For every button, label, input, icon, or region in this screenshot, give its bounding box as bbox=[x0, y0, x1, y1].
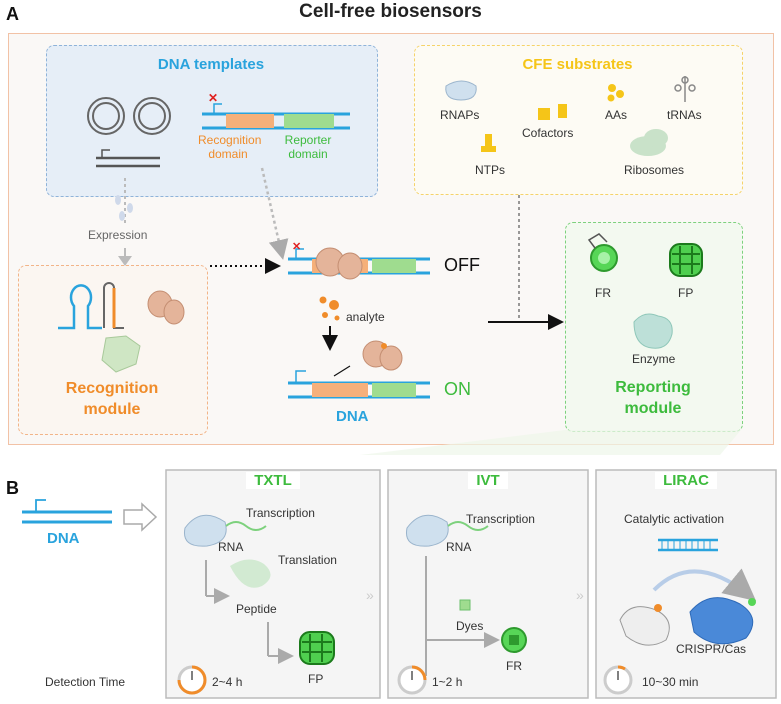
txtl-peptide: Peptide bbox=[236, 602, 277, 616]
ivt-fr: FR bbox=[506, 659, 522, 673]
lirac-heading: LIRAC bbox=[596, 472, 776, 489]
lirac-time: 10~30 min bbox=[642, 675, 699, 689]
fr-icon bbox=[587, 233, 618, 272]
lirac-box bbox=[595, 469, 777, 699]
rnap-icon bbox=[445, 80, 477, 101]
ivt-dyes: Dyes bbox=[456, 619, 484, 633]
reporting-module-line1: Reporting bbox=[615, 379, 691, 396]
ntps-label: NTPs bbox=[475, 163, 505, 177]
txtl-rna: RNA bbox=[218, 540, 244, 554]
reporter-domain-line1: Reporter bbox=[284, 133, 332, 147]
txtl-fp: FP bbox=[308, 672, 324, 686]
cfe-substrates-box bbox=[414, 45, 743, 195]
ivt-heading: IVT bbox=[388, 472, 588, 489]
fp-label: FP bbox=[678, 286, 694, 300]
recognition-module-line1: Recognition bbox=[65, 380, 159, 397]
figure-title: Cell-free biosensors bbox=[299, 1, 482, 22]
clock-icon-ivt bbox=[397, 665, 427, 695]
lirac-heading-text: LIRAC bbox=[655, 472, 717, 489]
recognition-domain-label: Recognition domain bbox=[198, 133, 262, 161]
chevron-icon: » bbox=[366, 587, 374, 603]
fp-icon bbox=[669, 243, 703, 277]
trnas-label: tRNAs bbox=[667, 108, 702, 122]
cofactors-label: Cofactors bbox=[522, 126, 574, 140]
lirac-crispr: CRISPR/Cas bbox=[676, 642, 747, 656]
reporter-domain-label: Reporter domain bbox=[278, 133, 338, 161]
panel-a-letter: A bbox=[6, 4, 19, 24]
rnap-icon-ivt bbox=[405, 514, 449, 547]
reporting-module-line2: module bbox=[624, 400, 682, 417]
chevron-icon-2: » bbox=[576, 587, 584, 603]
ivt-heading-text: IVT bbox=[468, 472, 508, 489]
panel-b-dna-label: DNA bbox=[47, 530, 80, 547]
ribosome-icon-txtl bbox=[230, 559, 271, 588]
enzyme-label: Enzyme bbox=[632, 352, 676, 366]
fr-label: FR bbox=[595, 286, 611, 300]
ribosome-icon bbox=[630, 129, 668, 156]
dna-template-construct: ✕ bbox=[202, 91, 350, 130]
dye-icon bbox=[459, 599, 471, 611]
x-mark-icon: ✕ bbox=[208, 91, 218, 105]
riboswitch-icon bbox=[58, 282, 124, 330]
reporter-domain-line2: domain bbox=[288, 147, 328, 161]
txtl-heading: TXTL bbox=[166, 472, 380, 489]
transcription-factor-icon bbox=[147, 290, 185, 325]
analyte-icon bbox=[319, 296, 340, 321]
zoom-funnel bbox=[360, 430, 741, 455]
panel-b-big-arrow bbox=[123, 502, 158, 532]
expression-arrow bbox=[115, 178, 133, 266]
txtl-translation: Translation bbox=[278, 553, 337, 567]
ribosomes-label: Ribosomes bbox=[624, 163, 685, 177]
aas-label: AAs bbox=[605, 108, 628, 122]
fp-icon-txtl bbox=[299, 631, 335, 665]
trna-icon bbox=[674, 76, 696, 102]
ivt-rna: RNA bbox=[446, 540, 472, 554]
fr-icon-ivt bbox=[501, 627, 527, 653]
dna-label: DNA bbox=[336, 408, 369, 425]
panel-b-letter: B bbox=[6, 478, 19, 498]
txtl-transcription: Transcription bbox=[246, 506, 315, 520]
crispr-active-icon bbox=[689, 597, 756, 645]
lirac-catalytic: Catalytic activation bbox=[624, 512, 725, 526]
recognition-domain-line1: Recognition bbox=[198, 133, 262, 147]
dna-on bbox=[288, 340, 430, 399]
protein-sensor-icon bbox=[101, 335, 141, 373]
txtl-box bbox=[165, 469, 381, 699]
on-label: ON bbox=[444, 379, 471, 399]
recognition-module-line2: module bbox=[83, 401, 141, 418]
enzyme-icon bbox=[633, 313, 673, 349]
aa-icon bbox=[607, 84, 624, 102]
panel-b-dna bbox=[22, 499, 112, 524]
ivt-time: 1~2 h bbox=[432, 675, 463, 689]
dna-off: ✕ bbox=[288, 241, 430, 280]
plasmid-icon bbox=[87, 97, 171, 135]
svg-text:✕: ✕ bbox=[292, 241, 301, 253]
clock-icon-txtl bbox=[177, 665, 207, 695]
expression-label: Expression bbox=[88, 228, 148, 242]
crispr-inactive-icon bbox=[619, 604, 670, 646]
dsdna-icon bbox=[658, 538, 718, 552]
rnap-icon-txtl bbox=[183, 514, 227, 547]
clock-icon-lirac bbox=[603, 665, 633, 695]
ivt-box bbox=[387, 469, 589, 699]
reporting-module-title: Reporting module bbox=[565, 377, 741, 419]
rnaps-label: RNAPs bbox=[440, 108, 480, 122]
template-arrow bbox=[260, 167, 289, 260]
dna-templates-heading: DNA templates bbox=[157, 56, 265, 73]
ntp-icon bbox=[481, 134, 496, 152]
linear-dna-icon bbox=[96, 149, 160, 168]
txtl-heading-text: TXTL bbox=[246, 472, 300, 489]
detection-time-label: Detection Time bbox=[45, 675, 126, 689]
recognition-domain-line2: domain bbox=[208, 147, 248, 161]
cofactor-icon bbox=[538, 104, 567, 120]
txtl-time: 2~4 h bbox=[212, 675, 243, 689]
recognition-module-title: Recognition module bbox=[18, 378, 206, 420]
analyte-label: analyte bbox=[346, 310, 385, 324]
cfe-substrates-heading: CFE substrates bbox=[522, 56, 633, 73]
off-label: OFF bbox=[444, 255, 480, 275]
ivt-transcription: Transcription bbox=[466, 512, 535, 526]
